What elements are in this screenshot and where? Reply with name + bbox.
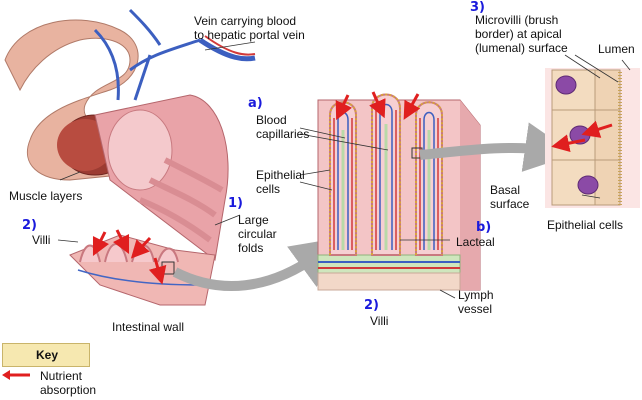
villi-mid-label: Villi [370, 314, 389, 328]
nutrient-arrows-cells [551, 120, 613, 153]
microvilli-label: Microvilli (brush border) at apical (lum… [475, 13, 568, 55]
villi-left-label: Villi [32, 233, 51, 247]
villi-illustration [317, 93, 481, 291]
marker-2-mid: 2) [364, 298, 379, 313]
key-box: Key [2, 343, 90, 367]
vein-label: Vein carrying blood to hepatic portal ve… [194, 14, 305, 42]
epithelial-cells-mid-label: Epithelial cells [256, 168, 305, 196]
marker-2-left: 2) [22, 218, 37, 233]
lumen-label: Lumen [598, 42, 635, 56]
muscle-layers-label: Muscle layers [9, 189, 83, 203]
leader-lines [57, 41, 631, 299]
nutrient-arrows-villi [335, 91, 421, 121]
basal-surface-label: Basal surface [490, 183, 530, 211]
epithelial-cells-illustration [545, 68, 640, 208]
epithelial-cells-right-label: Epithelial cells [547, 218, 624, 232]
large-folds-label: Large circular folds [238, 213, 277, 255]
marker-3: 3) [470, 0, 485, 15]
marker-1: 1) [228, 196, 243, 211]
lymph-vessel-label: Lymph vessel [458, 288, 494, 316]
key-nutrient-absorption-label: Nutrient absorption [40, 369, 97, 397]
nutrient-arrows-left [92, 229, 167, 285]
blood-capillaries-label: Blood capillaries [256, 113, 310, 141]
intestinal-wall-label: Intestinal wall [112, 320, 185, 334]
lacteal-label: Lacteal [456, 235, 495, 249]
link-arrow-to-villi [172, 237, 343, 291]
link-arrow-to-cells [419, 122, 575, 172]
marker-b: b) [476, 220, 492, 235]
key-title: Key [35, 348, 58, 362]
intestine-illustration [4, 8, 256, 306]
key-red-arrow-icon [2, 370, 30, 380]
marker-a: a) [248, 96, 263, 111]
